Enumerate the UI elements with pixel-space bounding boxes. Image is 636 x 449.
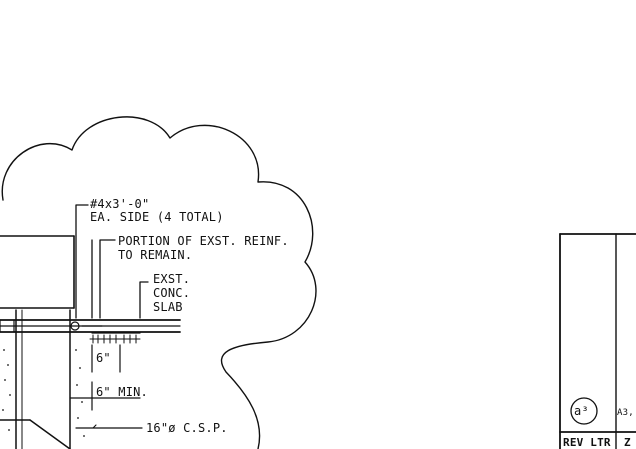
min-depth-label: 6" MIN. (96, 385, 148, 399)
rebar-callout: #4x3'-0" EA. SIDE (4 TOTAL) (90, 197, 224, 224)
soil-stipple (2, 349, 85, 437)
existing-structure (0, 235, 75, 309)
sheet-reference: A3, (617, 408, 634, 418)
slab-label-line2: CONC. (153, 286, 190, 300)
title-block: a³ A3, REV LTR Z (559, 233, 636, 449)
rebar-size-label: #4x3'-0" (90, 197, 149, 211)
portion-label-line2: TO REMAIN. (118, 248, 192, 262)
dimension-6-label: 6" (96, 351, 111, 365)
pipe-outline (0, 419, 71, 449)
slab-label-line1: EXST. (153, 272, 190, 286)
revision-symbol: a³ (574, 404, 589, 418)
portion-label-line1: PORTION OF EXST. REINF. (118, 234, 289, 248)
revision-symbol-circle (570, 397, 598, 425)
rebar-bars (70, 321, 141, 344)
leader-lines (69, 204, 149, 429)
fill-column (15, 309, 71, 449)
title-block-column-char: Z (624, 436, 631, 449)
slab-callout: EXST. CONC. SLAB (153, 272, 190, 314)
rev-ltr-header: REV LTR (563, 436, 611, 449)
rebar-count-label: EA. SIDE (4 TOTAL) (90, 210, 224, 224)
revision-cloud (1, 116, 317, 449)
portion-callout: PORTION OF EXST. REINF. TO REMAIN. (118, 234, 289, 262)
pipe-label: 16"ø C.S.P. (146, 421, 228, 435)
slab-label-line3: SLAB (153, 300, 183, 314)
